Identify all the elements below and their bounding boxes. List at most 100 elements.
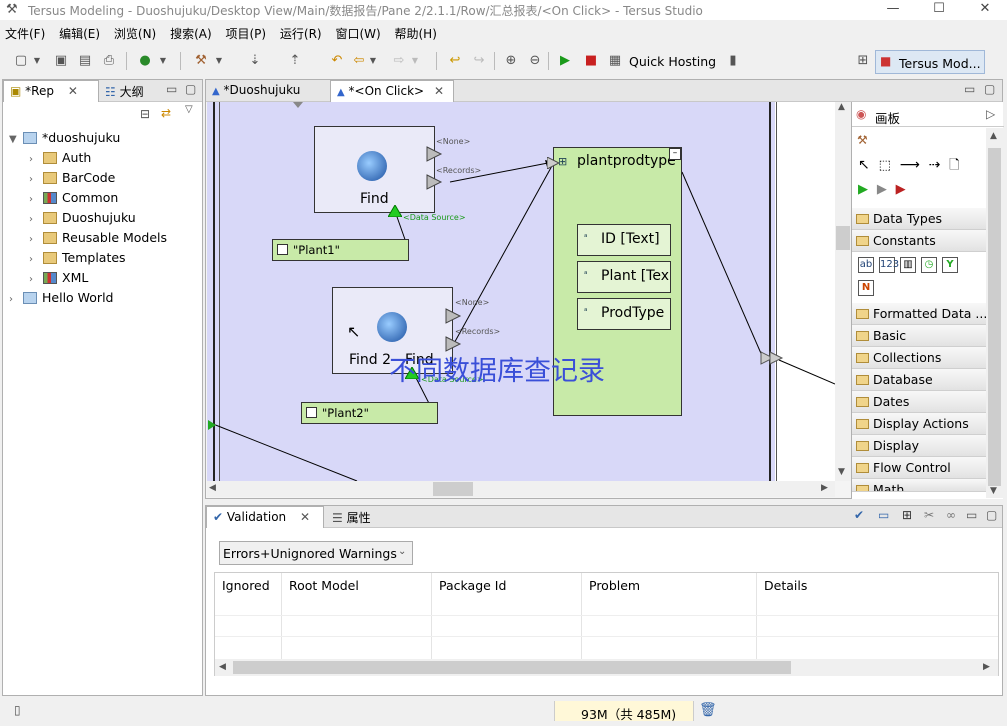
close-icon[interactable]: ✕ [299,510,311,524]
error-slot-icon[interactable]: ▶ [895,182,906,197]
barcode-constant-icon[interactable]: ▥ [900,257,916,273]
find-node-1[interactable]: Find [314,126,435,213]
next-annotation-icon[interactable]: ⇣ [249,53,261,68]
column-header[interactable]: Details [764,578,808,593]
no-constant-icon[interactable]: N [858,280,874,296]
view-menu-icon[interactable]: ▽ [185,104,193,115]
tree-item[interactable]: ▼*duoshujuku [9,128,199,148]
menu-edit[interactable]: 编辑(E) [59,27,101,41]
hierarchy-icon[interactable]: ⊞ [902,508,913,522]
maximize-view-icon[interactable]: ▢ [984,82,996,96]
dotted-flow-tool-icon[interactable]: ⇢ [928,157,941,173]
last-edit-icon[interactable]: ↶ [331,53,343,68]
scrollbar-thumb[interactable] [233,661,791,674]
chevron-right-icon[interactable]: ▶ [821,483,828,493]
zoom-out-icon[interactable]: ⊖ [529,53,541,68]
tab-on-click[interactable]: ▲ *<On Click> ✕ [330,80,454,102]
redo-icon[interactable]: ↪ [473,53,485,68]
chevron-down-icon[interactable]: ⌄ [398,546,407,557]
tree-item[interactable]: ›Common [9,188,199,208]
palette-category-database[interactable]: Database [852,369,986,391]
palette-category-math[interactable]: Math [852,479,986,492]
palette-category-display-actions[interactable]: Display Actions [852,413,986,435]
minimize-view-icon[interactable]: ▭ [166,82,178,96]
maximize-view-icon[interactable]: ▢ [185,82,197,96]
close-icon[interactable]: ✕ [433,84,444,98]
run-icon[interactable]: ▶ [560,53,570,68]
exit-port-icon[interactable] [769,351,784,365]
number-constant-icon[interactable]: 123 [879,257,899,273]
diagram-canvas[interactable]: Find <None> <Records> <Data Source> ↖ Fi… [207,102,835,481]
palette-category-formatted-data[interactable]: Formatted Data ... [852,303,986,325]
text-constant-icon[interactable]: ab [858,257,874,273]
tab-duoshujuku[interactable]: ▲ *Duoshujuku [212,83,301,97]
stop-icon[interactable]: ■ [584,53,598,68]
canvas-vertical-scrollbar[interactable]: ▲ ▼ [835,102,851,481]
collapse-icon[interactable]: – [669,148,681,160]
column-header[interactable]: Ignored [222,578,270,593]
chevron-right-icon[interactable]: › [29,194,33,205]
chevron-right-icon[interactable]: › [29,154,33,165]
chevron-down-icon[interactable]: ▼ [990,486,997,496]
date-constant-icon[interactable]: ◷ [921,257,937,273]
tree-item[interactable]: ›Reusable Models [9,228,199,248]
palette-category-display[interactable]: Display [852,435,986,457]
minimize-button[interactable]: — [886,1,900,16]
column-header[interactable]: Package Id [439,578,507,593]
device-icon[interactable]: ▮ [729,53,737,68]
chevron-right-icon[interactable]: ▷ [986,107,996,121]
remove-icon[interactable]: ✂ [924,508,935,522]
trigger-port-icon[interactable] [388,205,402,217]
tab-properties[interactable]: ☰ 属性 [332,511,371,525]
exit-port-icon[interactable] [760,351,775,365]
note-tool-icon[interactable]: 🗋 [949,158,960,173]
open-perspective-icon[interactable]: ⊞ [857,53,869,68]
chevron-right-icon[interactable]: › [29,174,33,185]
entity-plantprodtype[interactable]: ⊞ plantprodtype – ᵃ ID [Text] ᵃ Plant [T… [553,147,682,416]
collapse-all-icon[interactable]: ⊟ [140,107,151,121]
tree-item[interactable]: ›XML [9,268,199,288]
minimize-view-icon[interactable]: ▭ [966,508,978,522]
fast-view-icon[interactable]: ▯ [14,703,21,717]
prev-annotation-icon[interactable]: ⇡ [289,53,301,68]
field-id[interactable]: ᵃ ID [Text] [577,224,671,256]
tree-item[interactable]: ›Hello World [9,288,199,308]
menu-file[interactable]: 文件(F) [5,27,46,41]
forward-icon[interactable]: ⇨ [393,53,405,68]
chevron-right-icon[interactable]: › [29,234,33,245]
column-header[interactable]: Root Model [289,578,359,593]
hosting-icon[interactable]: ▦ [608,53,622,68]
exit-port-icon[interactable] [426,146,443,162]
exit-port-icon[interactable] [445,308,462,324]
chevron-up-icon[interactable]: ▲ [838,102,845,112]
menu-run[interactable]: 运行(R) [279,27,322,41]
close-icon[interactable]: ✕ [67,84,78,98]
exit-slot-icon[interactable]: ▶ [876,182,887,197]
trigger-port-icon[interactable] [405,367,419,379]
chevron-right-icon[interactable]: › [29,254,33,265]
menu-project[interactable]: 项目(P) [225,27,267,41]
chevron-right-icon[interactable]: › [9,294,13,305]
trash-icon[interactable]: 🗑 [699,702,717,718]
palette-category-collections[interactable]: Collections [852,347,986,369]
back-icon[interactable]: ⇦ [353,53,365,68]
chevron-down-icon[interactable]: ▼ [159,56,167,65]
chevron-left-icon[interactable]: ◀ [209,483,216,493]
chevron-left-icon[interactable]: ◀ [219,662,226,672]
chevron-down-icon[interactable]: ▼ [838,467,845,477]
canvas-horizontal-scrollbar[interactable]: ◀ ▶ [207,481,835,497]
new-icon[interactable]: ▢ [14,53,28,68]
constant-plant1[interactable]: "Plant1" [272,239,409,261]
trigger-slot-icon[interactable]: ▶ [858,182,868,197]
menu-help[interactable]: 帮助(H) [394,27,437,41]
palette-category-basic[interactable]: Basic [852,325,986,347]
save-all-icon[interactable]: ▤ [78,53,92,68]
palette-category-constants[interactable]: Constants [852,230,986,252]
chevron-right-icon[interactable]: › [29,274,33,285]
chevron-right-icon[interactable]: › [29,214,33,225]
tree-item[interactable]: ›Templates [9,248,199,268]
maximize-button[interactable]: ☐ [933,1,945,16]
table-horizontal-scrollbar[interactable]: ◀ ▶ [215,659,998,676]
tab-validation[interactable]: ✔ Validation ✕ [206,506,324,528]
ignore-icon[interactable]: ∞ [946,508,956,522]
